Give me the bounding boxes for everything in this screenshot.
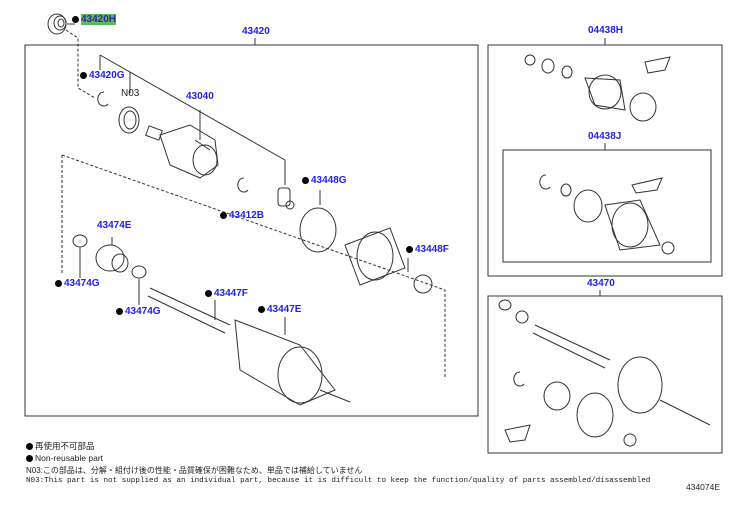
- kit-box-04438J: [502, 149, 712, 263]
- drive-shaft-part: [147, 287, 351, 406]
- inboard-boot-part: [344, 227, 406, 286]
- boot-clamp-part: [299, 207, 337, 253]
- assembly-43470-parts: [498, 299, 711, 447]
- inboard-joint-part: [145, 124, 219, 179]
- part-link-43474E[interactable]: 43474E: [97, 220, 132, 231]
- part-link-43448F[interactable]: 43448F: [406, 244, 449, 256]
- note-n03-en: N03:This part is not supplied as an indi…: [26, 477, 651, 485]
- oil-seal-part: [118, 106, 140, 134]
- part-link-43474G[interactable]: 43474G: [55, 278, 100, 290]
- legend-text: Non-reusable part: [35, 453, 104, 463]
- diagram-id: 434074E: [686, 482, 721, 492]
- part-link-43420G[interactable]: 43420G: [80, 70, 125, 82]
- assembly-box-43420: [24, 44, 479, 417]
- kit-box-04438H: [487, 44, 723, 277]
- part-link-04438H[interactable]: 04438H: [588, 25, 624, 36]
- legend-text: 再使用不可部品: [35, 441, 95, 451]
- part-link-43412B[interactable]: 43412B: [220, 210, 264, 222]
- part-number-label[interactable]: 43420G: [89, 70, 125, 81]
- legend-non-reusable-en: Non-reusable part: [26, 453, 103, 464]
- part-link-43470[interactable]: 43470: [587, 278, 615, 289]
- kit-04438H-parts: [524, 54, 671, 122]
- note-ref-n03: N03: [121, 88, 140, 99]
- kit-04438J-parts: [539, 174, 675, 255]
- part-link-43474G-2[interactable]: 43474G: [116, 306, 161, 318]
- part-link-43040[interactable]: 43040: [186, 91, 214, 102]
- part-number-label[interactable]: 43474G: [64, 278, 100, 289]
- part-link-43447F[interactable]: 43447F: [205, 288, 248, 300]
- part-number-label[interactable]: 43474G: [125, 306, 161, 317]
- assembly-box-43470: [487, 295, 723, 454]
- part-link-04438J[interactable]: 04438J: [588, 131, 622, 142]
- part-link-43447E[interactable]: 43447E: [258, 304, 301, 316]
- part-number-label[interactable]: 43447E: [267, 304, 302, 315]
- tripod-part: [277, 187, 295, 210]
- legend-non-reusable-jp: 再使用不可部品: [26, 441, 95, 452]
- part-number-label[interactable]: 43448G: [311, 175, 347, 186]
- part-link-43448G[interactable]: 43448G: [302, 175, 347, 187]
- part-number-label[interactable]: 43448F: [415, 244, 449, 255]
- part-number-label[interactable]: 43447F: [214, 288, 248, 299]
- damper-part: [95, 244, 129, 273]
- snap-ring-part: [97, 91, 109, 107]
- part-link-43420[interactable]: 43420: [242, 26, 270, 37]
- note-n03-jp: N03:この部品は、分解・組付け後の性能・品質確保が困難なため、単品では補給して…: [26, 466, 363, 475]
- dust-seal-part: [47, 13, 67, 35]
- part-number-label[interactable]: 43420H: [81, 14, 117, 25]
- part-link-43420H[interactable]: 43420H: [72, 14, 117, 26]
- part-number-label[interactable]: 43412B: [229, 210, 265, 221]
